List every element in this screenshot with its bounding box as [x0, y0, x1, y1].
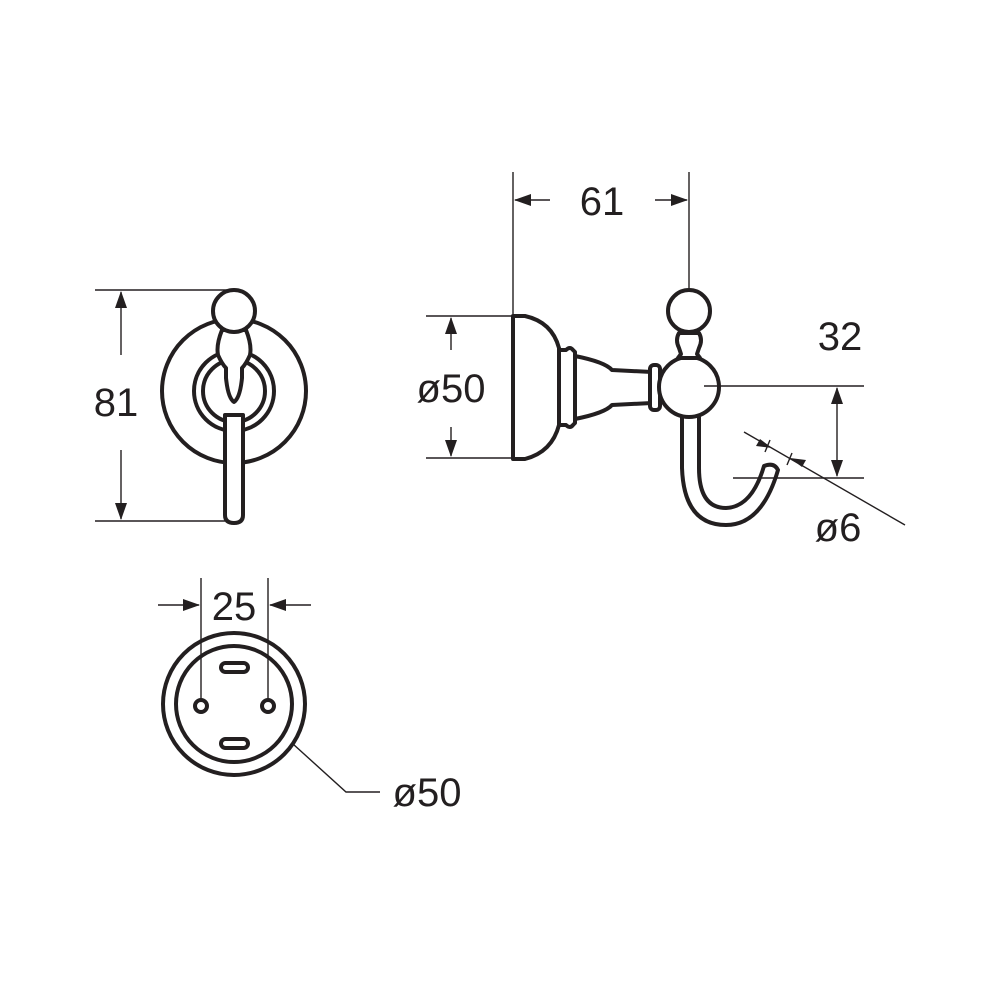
- front-dim-arrow-bottom: [115, 503, 127, 520]
- front-hook-stem: [223, 413, 245, 525]
- front-knob-ball: [211, 288, 257, 334]
- side-base-rosette: [511, 314, 561, 461]
- side-knob-ball: [666, 288, 712, 334]
- base-inner-circle: [174, 644, 294, 764]
- side-view: 61 ø50 32 ø6: [417, 172, 906, 550]
- side-depth-arrow-left: [514, 194, 531, 206]
- base-diameter-label: ø50: [393, 771, 462, 815]
- side-offset-arrow-top: [831, 387, 843, 404]
- side-offset-arrow-bottom: [831, 460, 843, 477]
- front-dim-arrow-top: [115, 291, 127, 308]
- side-depth-label: 61: [580, 180, 625, 224]
- base-spacing-arrow-right: [269, 599, 286, 611]
- base-diameter-leader: [292, 743, 380, 793]
- front-view: 81: [94, 288, 308, 525]
- base-slot-top: [219, 661, 250, 674]
- front-knob-neck: [215, 328, 253, 404]
- side-collar: [557, 346, 577, 429]
- side-rod-tick-1: [764, 439, 771, 453]
- side-rod-tick-2: [786, 452, 793, 466]
- base-slot-bottom: [219, 737, 250, 750]
- side-hook-ball: [657, 355, 721, 419]
- base-spacing-label: 25: [212, 585, 257, 629]
- base-spacing-arrow-left: [183, 599, 200, 611]
- side-depth-arrow-right: [671, 194, 688, 206]
- base-view: 25 ø50: [158, 578, 461, 815]
- side-base-arrow-top: [445, 317, 457, 334]
- front-height-label: 81: [94, 381, 139, 425]
- base-mount-hole-right: [260, 698, 276, 714]
- side-rod-diameter-label: ø6: [815, 506, 862, 550]
- side-flared-stem: [573, 354, 654, 421]
- side-offset-label: 32: [818, 315, 863, 359]
- side-hook: [680, 408, 780, 527]
- side-knob-neck: [675, 331, 703, 360]
- side-base-diameter-label: ø50: [417, 367, 486, 411]
- base-mount-hole-left: [193, 698, 209, 714]
- base-outer-circle: [161, 631, 307, 777]
- side-base-arrow-bottom: [445, 440, 457, 457]
- side-rod-arrow-2: [790, 458, 806, 467]
